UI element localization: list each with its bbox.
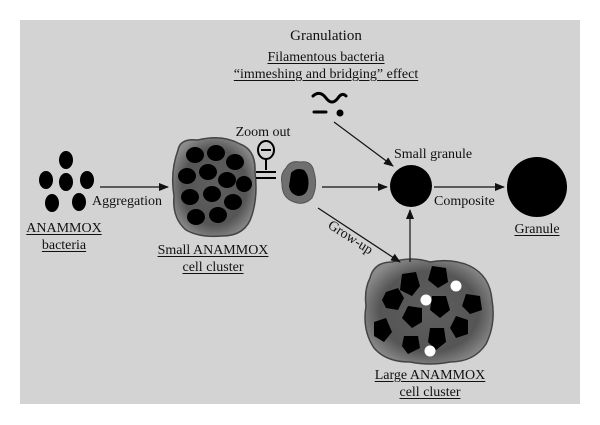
cluster-cell — [203, 186, 221, 202]
cluster-cell — [428, 266, 448, 288]
granule-label: Granule — [514, 222, 560, 237]
bacterium-cell — [80, 171, 94, 189]
filament-label-line1: Filamentous bacteria — [267, 50, 385, 65]
small-granule-label: Small granule — [394, 147, 473, 162]
small-cluster-label-line2: cell cluster — [182, 260, 244, 275]
cluster-cell — [374, 318, 392, 342]
cluster-cell — [402, 336, 420, 354]
cluster-cell — [382, 288, 404, 310]
large-cluster — [364, 258, 494, 365]
zoom-out-icon — [256, 140, 276, 179]
white-pore — [450, 280, 462, 292]
title-label: Granulation — [290, 28, 362, 44]
cluster-cell — [224, 194, 242, 210]
cluster-cell — [400, 272, 420, 296]
cluster-cell — [199, 164, 217, 180]
anammox-bacteria-label-line2: bacteria — [41, 238, 87, 253]
growup-arrow — [317, 207, 401, 263]
cluster-cell — [402, 306, 422, 328]
bacterium-cell — [39, 171, 53, 189]
bacterium-cell — [59, 173, 73, 191]
cluster-cell — [186, 147, 204, 163]
filament-arrow — [333, 121, 394, 167]
cluster-cell — [187, 209, 205, 225]
bacterium-cell — [45, 194, 59, 212]
zoom-out-label: Zoom out — [235, 125, 291, 140]
cluster-cell — [178, 168, 196, 184]
cluster-cell — [236, 176, 252, 192]
small-cluster-label-line1: Small ANAMMOX — [157, 243, 269, 258]
small-cluster — [171, 137, 257, 238]
aggregation-label: Aggregation — [92, 194, 162, 209]
anammox-bacteria-label-line1: ANAMMOX — [26, 221, 102, 236]
white-pore — [424, 345, 436, 357]
cluster-cell — [181, 189, 199, 205]
cluster-cell — [430, 296, 450, 318]
large-cluster-label-line1: Large ANAMMOX — [374, 368, 486, 383]
cluster-cell — [218, 172, 236, 188]
bacterium-cell — [72, 193, 86, 211]
filamentous-bacteria-icon — [311, 91, 348, 117]
filament-label-line2: “immeshing and bridging” effect — [233, 67, 419, 82]
cluster-cell — [226, 154, 244, 170]
zoomed-cluster — [281, 161, 317, 204]
white-pore — [420, 294, 432, 306]
anammox-bacteria-cells — [39, 151, 94, 212]
large-cluster-label-line2: cell cluster — [399, 385, 461, 400]
bacterium-cell — [59, 151, 73, 169]
cluster-cell — [209, 207, 227, 223]
cluster-cell — [450, 316, 468, 338]
cluster-cell — [462, 294, 482, 314]
granule — [507, 157, 567, 217]
composite-label: Composite — [434, 194, 495, 209]
cluster-cell — [207, 145, 225, 161]
small-granule — [390, 165, 432, 207]
cluster-cell — [428, 328, 446, 350]
